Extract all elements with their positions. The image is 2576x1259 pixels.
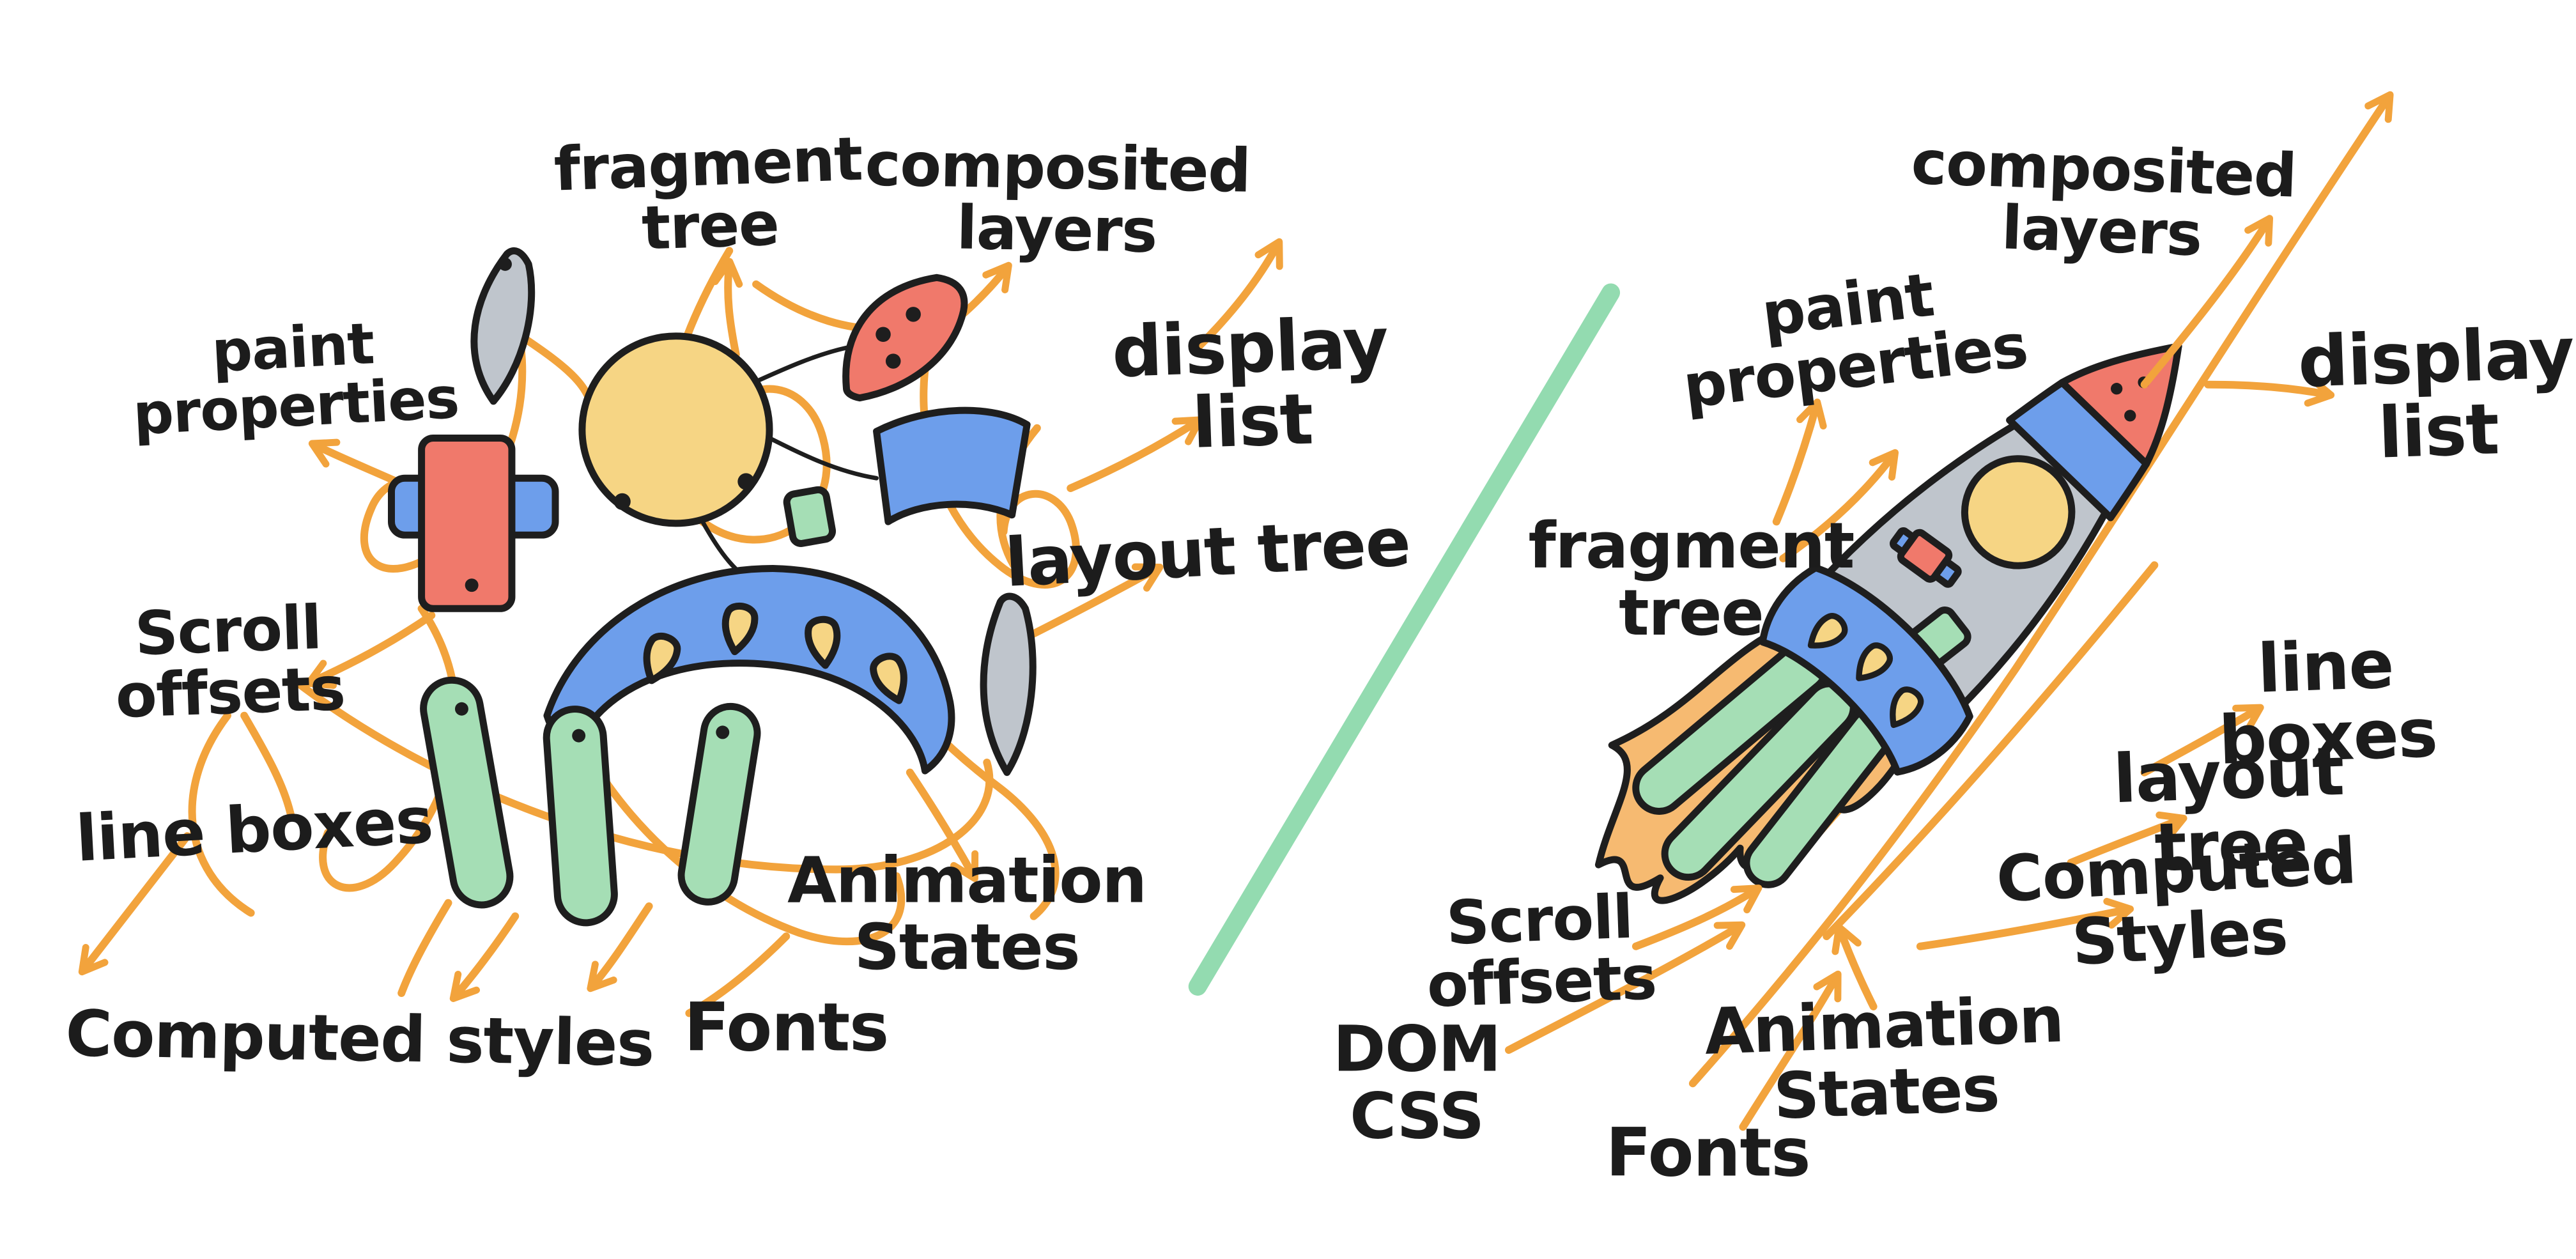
arrow-to-fonts <box>587 902 653 993</box>
tangle-line <box>188 711 255 917</box>
label-fragment-tree-left: fragment tree <box>553 126 863 265</box>
arrow-to-layout-tree <box>2067 811 2187 867</box>
assembled-rocket-panel <box>1504 91 2394 1131</box>
nose-dot <box>2110 383 2123 395</box>
teardrop-icon <box>805 615 841 669</box>
arrow-from-fonts <box>1739 970 1842 1131</box>
arrow-to-fragment-tree <box>711 258 743 359</box>
connector-sketch-line <box>747 345 849 387</box>
flame-prong-icon <box>677 702 761 906</box>
fin-icon <box>980 592 1037 776</box>
connector-sketch-line <box>767 436 879 481</box>
label-composited-layers-right: composited layers <box>1909 129 2297 271</box>
label-display-list-right: display list <box>2296 311 2575 474</box>
rivet-dot <box>613 493 631 510</box>
arrow-to-layout-tree <box>1019 563 1164 643</box>
arrow-from-fragment-tree <box>1779 449 1899 562</box>
rivet-dot <box>737 473 755 490</box>
rivet-dot <box>454 702 468 716</box>
porthole-icon <box>1961 455 2076 569</box>
label-scroll-offsets-left: Scroll offsets <box>114 594 346 733</box>
teardrop-icon <box>721 602 759 656</box>
arrow-to-line-boxes <box>2140 704 2264 776</box>
hull-band-icon <box>2006 379 2150 521</box>
teardrop-icon <box>870 653 907 704</box>
thruster-connector-icon <box>1890 527 1962 588</box>
label-scroll-offsets-right: Scroll offsets <box>1426 884 1658 1023</box>
green-hatch-rect <box>783 486 837 547</box>
flame-prongs-left <box>420 676 761 927</box>
arrow-to-paint-properties <box>1772 398 1827 526</box>
label-animation-states-right: Animation States <box>1703 982 2065 1133</box>
label-paint-properties-left: paint properties <box>131 311 461 450</box>
tangle-line <box>240 711 295 820</box>
assembled-rocket <box>1594 343 2182 904</box>
rivet-dot <box>498 257 512 271</box>
label-fonts-left: Fonts <box>684 990 889 1067</box>
pipeline-arrow-up-right <box>1688 91 2394 1088</box>
tangle-line <box>297 681 994 874</box>
tangle-line <box>585 752 906 946</box>
label-fonts-right: Fonts <box>1605 1115 1811 1193</box>
hull-band-icon <box>873 406 1031 525</box>
label-arrows-right <box>1504 215 2335 1131</box>
arrow-to-scroll-offsets <box>305 611 436 689</box>
arrow-to-display-list <box>1067 416 1204 492</box>
label-display-list-left: display list <box>1110 302 1389 464</box>
rivet-dot <box>572 729 586 743</box>
nose-dot <box>906 307 921 322</box>
porthole-icon <box>578 332 773 527</box>
teardrop-icon <box>1856 642 1893 681</box>
arrow-to-composited-layers <box>2140 215 2274 389</box>
arrow-to-computed-styles <box>449 912 520 1002</box>
arrow-to-animation-states <box>906 768 979 883</box>
nose-dot <box>2124 410 2136 422</box>
scattered-rocket-parts <box>78 238 1283 1017</box>
arrow-from-animation-states <box>1832 923 1878 1010</box>
arrow-to-computed-styles <box>1916 897 2134 950</box>
nose-cone-tip-icon <box>842 274 968 402</box>
nose-dot <box>875 327 891 343</box>
teardrop-icon <box>1807 613 1848 649</box>
arrow-to-line-boxes <box>78 832 192 976</box>
thruster-body-icon <box>418 434 516 612</box>
skirt-band-icon <box>543 565 955 775</box>
teardrop-icon <box>643 632 681 684</box>
teardrop-icon <box>1890 686 1924 729</box>
arrow-up-right <box>1194 238 1283 352</box>
fin-icon <box>470 247 536 405</box>
label-arrows-left <box>78 238 1283 1002</box>
rivet-dot <box>716 725 730 739</box>
arrow-to-display-list <box>2204 376 2335 407</box>
tangle-line <box>397 899 452 998</box>
label-composited-layers-left: composited layers <box>864 131 1251 268</box>
flame-prong-icon <box>543 706 618 927</box>
tangle-line <box>685 932 791 1017</box>
pipeline-line <box>1823 561 2159 941</box>
thruster-body-icon <box>1897 529 1953 583</box>
flame-prong-icon <box>420 676 514 909</box>
arrow-from-dom-css <box>1504 921 1746 1054</box>
label-animation-states-left: Animation States <box>787 843 1147 984</box>
label-computed-styles-right: Computed Styles <box>1994 824 2358 979</box>
rivet-dot <box>465 578 479 592</box>
label-fragment-tree-right: fragment tree <box>1528 509 1855 649</box>
divider-line <box>1188 283 1621 996</box>
nose-dot <box>885 353 901 369</box>
label-computed-styles-left: Computed styles <box>65 996 655 1081</box>
skirt-teardrops <box>643 602 907 704</box>
green-hatch-icon <box>783 486 837 547</box>
label-dom-css-right: DOM CSS <box>1332 1012 1502 1152</box>
arrow-from-scroll-offsets <box>1631 884 1762 950</box>
